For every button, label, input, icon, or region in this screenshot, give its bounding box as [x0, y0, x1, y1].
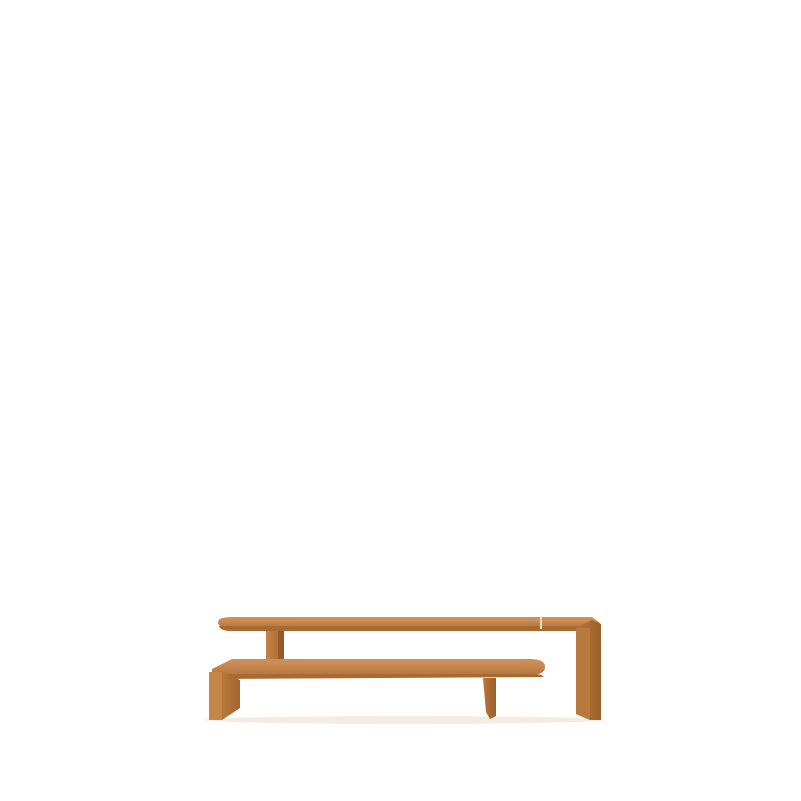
lower-support-leg: [483, 678, 496, 719]
middle-support-block: [266, 631, 284, 668]
right-panel-leg: [576, 620, 601, 720]
left-panel-leg: [209, 672, 240, 720]
upper-shelf: [218, 617, 600, 631]
floor-shadow: [205, 716, 605, 724]
lower-shelf: [212, 659, 545, 679]
